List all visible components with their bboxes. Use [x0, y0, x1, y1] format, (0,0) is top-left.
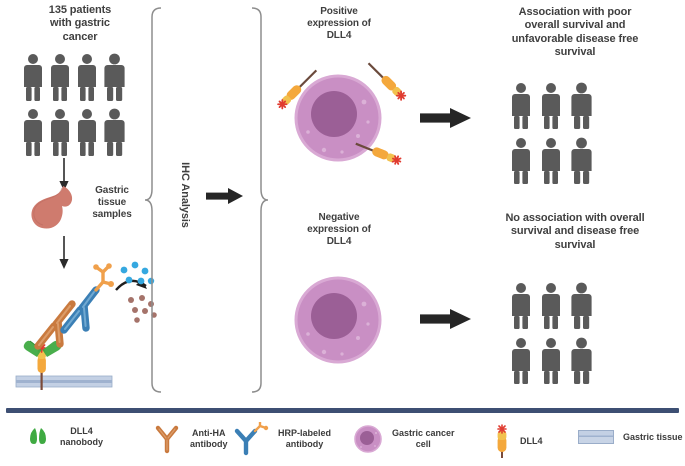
positive-result-line3: unfavorable disease free: [511, 32, 639, 45]
positive-cancer-cell: [272, 58, 412, 185]
legend-label: Gastric tissue: [623, 432, 683, 443]
dll4-marker: [277, 69, 318, 110]
legend-label-line2: antibody: [190, 439, 228, 449]
legend-label-line1: DLL4: [70, 426, 93, 437]
legend-label-line1: HRP-labeled: [278, 428, 332, 439]
positive-result-line4: survival: [554, 46, 596, 59]
positive-expression-line1: Positive: [320, 6, 358, 17]
gastric-tissue-samples-label: Gastric tissue samples: [74, 185, 150, 222]
cell-nucleus: [311, 293, 357, 339]
legend-item-dll4: DLL4: [492, 424, 543, 458]
arrow-down-icon: [59, 158, 69, 191]
arrow-positive-to-result: [420, 105, 472, 136]
positive-cancer-cell-svg: [277, 62, 407, 165]
patients-label-line3: cancer: [62, 30, 98, 43]
negative-result-line3: survival: [554, 238, 596, 251]
gastric-cancer-cell-icon: [354, 425, 382, 453]
legend-label: Gastric cancer cell: [392, 428, 455, 450]
people-grid-svg: [512, 82, 592, 184]
people-grid-svg: [512, 282, 592, 384]
legend-label-line1: Gastric cancer: [392, 428, 455, 439]
positive-result-label: Association with poor overall survival a…: [472, 6, 678, 60]
legend-item-gastric-tissue: Gastric tissue: [578, 430, 683, 444]
dll4-marker: [355, 142, 402, 165]
ihc-analysis-label: IHC Analysis: [173, 140, 195, 250]
negative-result-line2: survival and disease free: [510, 225, 640, 238]
gastric-tissue-icon: [578, 430, 614, 444]
cytoplasm-granules: [306, 99, 370, 154]
arrow-to-outcomes: [206, 186, 244, 211]
negative-result-line1: No association with overall: [505, 212, 645, 224]
stomach-icon: [31, 186, 73, 229]
left-brace: [144, 6, 164, 399]
arrow-negative-to-result: [420, 306, 472, 337]
legend-label: HRP-labeled antibody: [278, 428, 331, 450]
staining-complex-svg: [15, 261, 157, 390]
positive-expression-label: Positive expression of DLL4: [280, 6, 398, 43]
tissue-label-line1: Gastric: [95, 185, 129, 196]
legend-label-line1: Anti-HA: [192, 428, 226, 439]
patients-label: 135 patients with gastric cancer: [10, 4, 150, 44]
hrp-labeled-antibody-highlight: [64, 291, 95, 330]
ihc-analysis-text: IHC Analysis: [179, 162, 191, 228]
cell-body: [294, 74, 382, 162]
ihc-staining-complex: [8, 258, 168, 398]
positive-result-line2: overall survival and: [524, 19, 626, 32]
cell-nucleus: [311, 91, 357, 137]
negative-expression-label: Negative expression of DLL4: [280, 212, 398, 249]
gastric-tissue-bar: [15, 375, 113, 388]
anti-ha-antibody-icon: [155, 425, 179, 454]
legend-item-dll4-nanobody: DLL4 nanobody: [22, 424, 103, 450]
right-brace-icon: [251, 7, 269, 393]
negative-result-label: No association with overall survival and…: [472, 212, 678, 252]
legend-label-line1: Gastric tissue: [623, 431, 683, 442]
tissue-label-line2: tissue: [97, 197, 127, 209]
legend-label: DLL4: [520, 436, 543, 447]
dll4-marker: [367, 62, 407, 101]
anti-ha-antibody-highlight: [38, 305, 71, 346]
negative-outcome-people: [510, 282, 620, 391]
positive-outcome-people: [510, 82, 620, 191]
patients-grid-svg: [24, 53, 125, 156]
legend-item-gastric-cancer-cell: Gastric cancer cell: [352, 424, 455, 454]
arrow-right-icon: [420, 309, 471, 329]
negative-expression-line2: expression of: [307, 224, 371, 236]
arrow-down-to-staining: [56, 236, 72, 275]
legend-label: Anti-HA antibody: [190, 428, 228, 450]
hrp-enzyme-nodes: [93, 263, 114, 287]
legend-label-line1: DLL4: [520, 435, 543, 446]
arrow-down-icon: [59, 236, 69, 269]
legend-label: DLL4 nanobody: [60, 426, 103, 448]
patients-label-line2: with gastric: [50, 17, 110, 30]
arrow-right-icon: [206, 188, 243, 204]
positive-expression-line3: DLL4: [326, 30, 352, 42]
cytoplasm-granules: [306, 301, 370, 356]
stomach-illustration: [22, 184, 80, 235]
negative-cancer-cell: [286, 268, 390, 377]
dll4-nanobody-icon: [30, 428, 46, 444]
left-brace-icon: [144, 7, 162, 393]
legend-divider: [6, 408, 679, 413]
positive-expression-line2: expression of: [307, 18, 371, 30]
legend-label-line2: antibody: [285, 439, 324, 449]
negative-cancer-cell-svg: [294, 276, 382, 364]
hrp-labeled-antibody-icon: [234, 422, 269, 456]
negative-expression-line1: Negative: [318, 212, 360, 223]
legend-item-anti-ha-antibody: Anti-HA antibody: [152, 424, 228, 454]
tissue-label-line3: samples: [92, 209, 132, 221]
legend-item-hrp-labeled-antibody: HRP-labeled antibody: [232, 422, 331, 456]
negative-expression-line3: DLL4: [326, 236, 352, 248]
hrp-enzyme-icon: [253, 422, 268, 433]
patients-grid: [22, 53, 142, 158]
right-brace: [249, 6, 269, 399]
positive-result-line1: Association with poor: [518, 6, 632, 18]
arrow-down-to-tissue: [56, 158, 72, 197]
arrow-right-icon: [420, 108, 471, 128]
dll4-icon: [497, 424, 507, 458]
patients-label-line1: 135 patients: [48, 4, 112, 16]
legend-label-line2: nanobody: [60, 437, 103, 447]
hrp-enzyme: [94, 264, 113, 292]
legend-label-line2: cell: [415, 439, 431, 449]
